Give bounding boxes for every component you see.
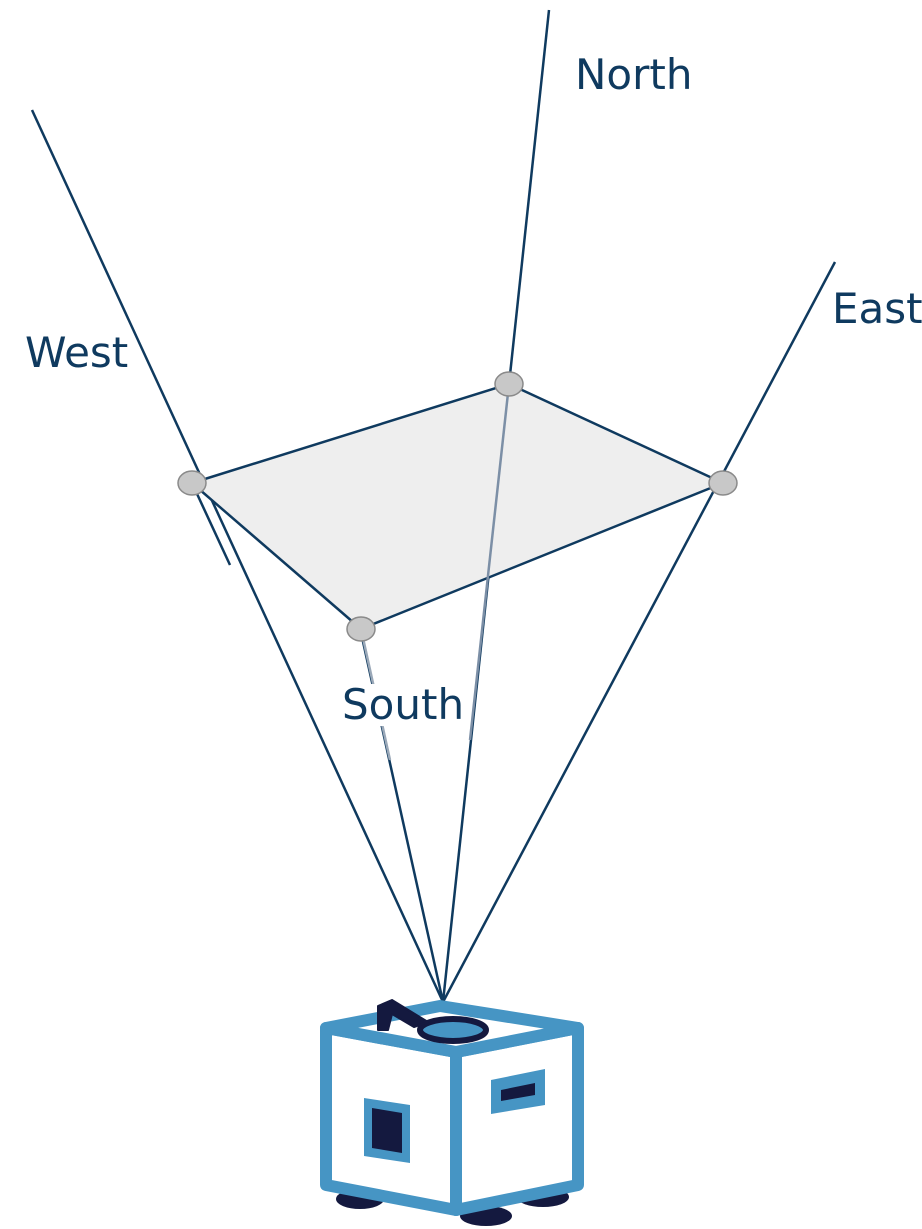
label-south: South — [340, 680, 467, 729]
ray-north-hidden — [468, 383, 511, 741]
device-right-window-inner — [501, 1083, 535, 1101]
marker-west — [177, 470, 207, 496]
label-west: West — [25, 328, 129, 377]
ray-west — [30, 109, 445, 1003]
device-right-face — [450, 1022, 584, 1216]
ray-west-hidden — [190, 482, 232, 566]
device-icon — [320, 999, 584, 1226]
marker-east — [708, 470, 738, 496]
device-left-window-inner — [372, 1108, 402, 1153]
marker-north — [494, 371, 524, 397]
device-handle — [377, 999, 429, 1031]
label-east: East — [832, 284, 922, 333]
projection-plane — [190, 382, 725, 631]
ray-east — [441, 261, 837, 1003]
label-north: North — [575, 50, 693, 99]
marker-south — [346, 616, 376, 642]
device-lens — [417, 1016, 489, 1044]
